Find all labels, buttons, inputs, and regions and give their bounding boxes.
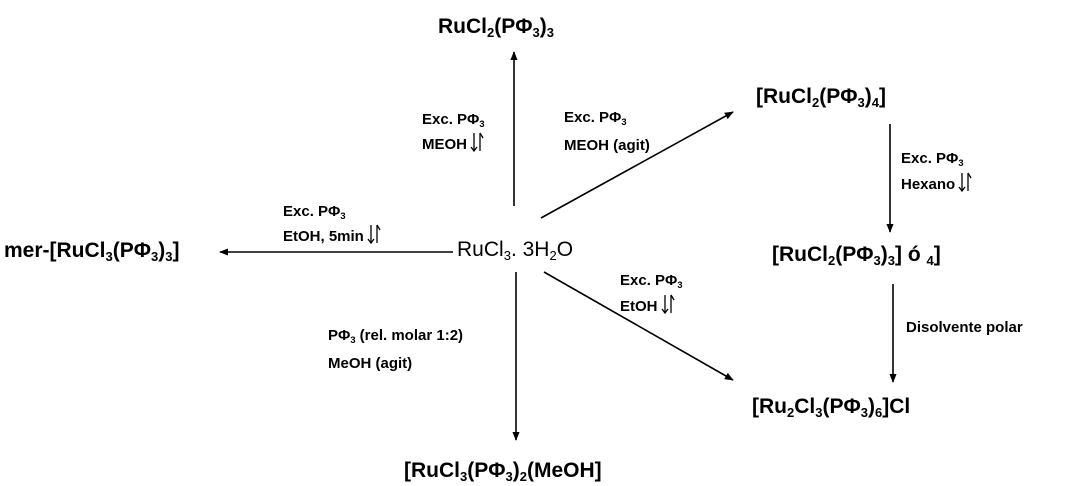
compound-bottom: [RuCl3(PΦ3)2(MeOH] — [404, 459, 602, 485]
conditions-down-right: Exc. PΦ3 EtOH — [620, 272, 683, 315]
compound-right-mid: [RuCl2(PΦ3)3] ó 4] — [772, 243, 941, 269]
arrow-up-right — [540, 111, 734, 219]
reflux-icon — [660, 294, 675, 314]
conditions-down: PΦ3 (rel. molar 1:2) MeOH (agit) — [328, 327, 464, 372]
reflux-icon — [470, 132, 484, 152]
compound-bottom-right: [Ru2Cl3(PΦ3)6]Cl — [752, 395, 911, 421]
compound-top: RuCl2(PΦ3)3 — [438, 15, 554, 41]
conditions-left: Exc. PΦ3 EtOH, 5min — [283, 200, 381, 249]
compound-center: RuCl3. 3H2O — [457, 238, 574, 264]
reflux-icon — [367, 224, 381, 244]
conditions-up: Exc. PΦ3 MEOH — [422, 111, 485, 153]
reflux-icon — [958, 172, 972, 192]
arrow-down-right — [543, 271, 734, 381]
compound-left: mer-[RuCl3(PΦ3)3] — [4, 239, 180, 265]
conditions-hexano: Exc. PΦ3 Hexano — [901, 146, 972, 198]
compound-top-right: [RuCl2(PΦ3)4] — [756, 85, 886, 111]
conditions-up-right: Exc. PΦ3 MEOH (agit) — [564, 109, 650, 154]
conditions-polar: Disolvente polar — [906, 319, 1023, 336]
